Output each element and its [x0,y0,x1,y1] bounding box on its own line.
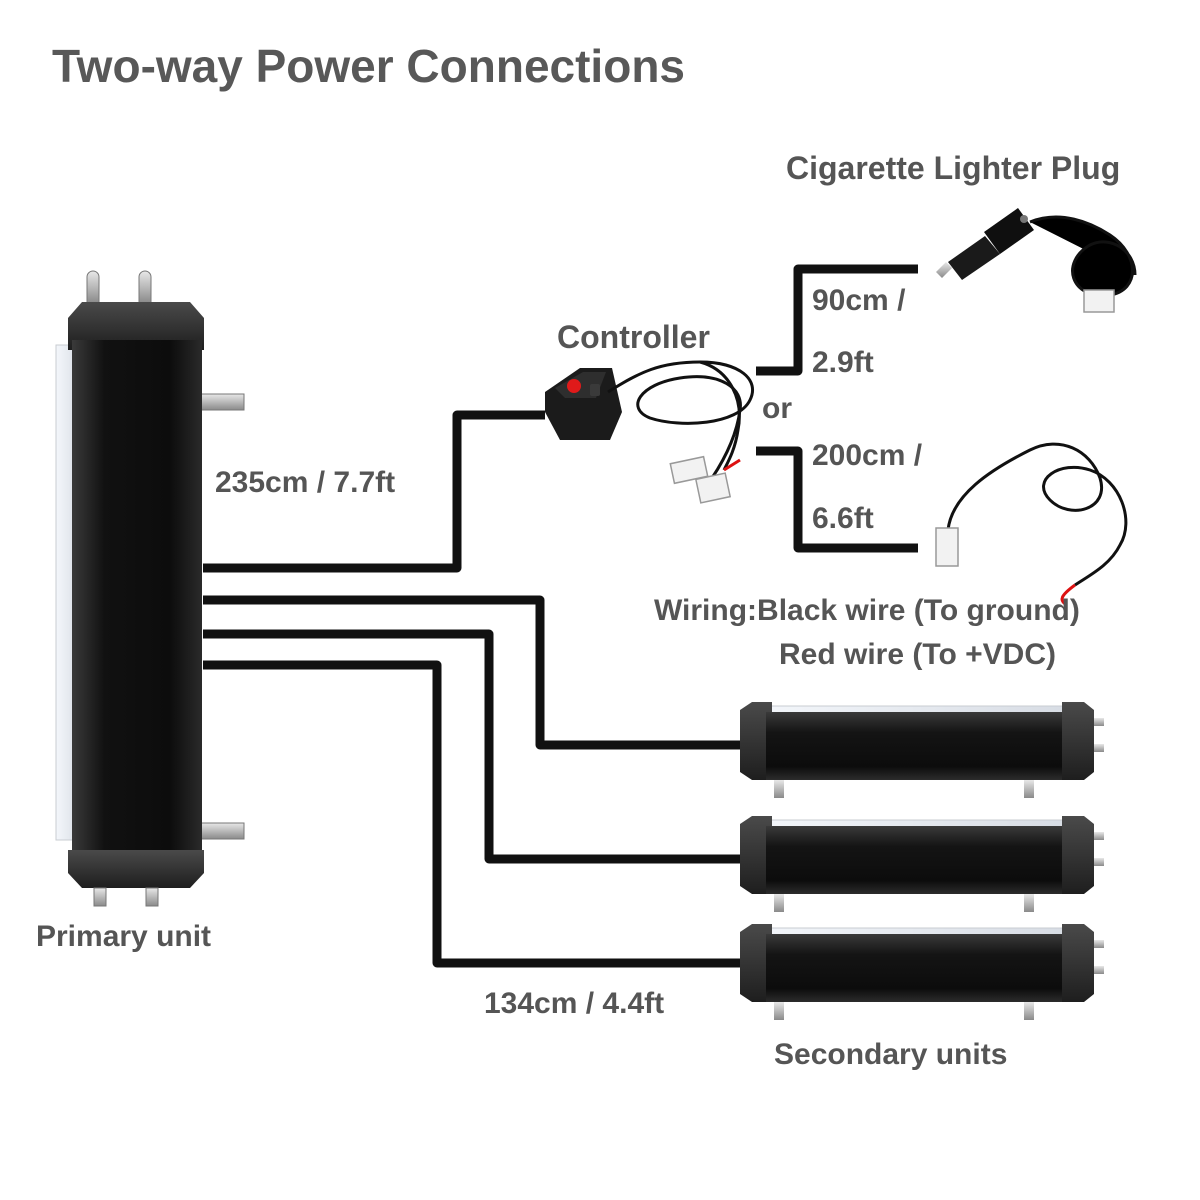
secondary-units-label: Secondary units [774,1038,1008,1071]
primary-unit-label: Primary unit [36,920,212,953]
main-cable [203,410,545,573]
short-cable-length-label-1: 90cm / [812,284,906,317]
controller-cord [607,360,754,479]
cigarette-plug-label: Cigarette Lighter Plug [786,150,1121,186]
cigarette-lighter-plug [936,208,1137,313]
long-power-cable [756,446,918,553]
secondary-unit-3 [740,924,1104,1020]
controller-box [545,368,622,440]
or-label: or [762,392,792,425]
power-lead [946,442,1128,606]
controller-label: Controller [557,319,710,355]
short-power-cable [756,264,918,376]
primary-unit [55,270,245,907]
power-lead-connector [935,527,959,567]
secondary-cable-1 [203,595,740,750]
secondary-cable-length-label: 134cm / 4.4ft [484,987,665,1020]
page-title: Two-way Power Connections [52,40,685,92]
controller-connector [669,455,741,504]
wiring-label-ground: Wiring:Black wire (To ground) [654,594,1080,627]
power-switch-icon [567,379,581,393]
main-cable-length-label: 235cm / 7.7ft [215,466,396,499]
long-cable-length-label-2: 6.6ft [812,502,874,535]
wiring-label-positive: Red wire (To +VDC) [779,638,1056,671]
secondary-unit-1 [740,702,1104,798]
secondary-cable-2 [203,629,740,864]
short-cable-length-label-2: 2.9ft [812,346,874,379]
long-cable-length-label-1: 200cm / [812,439,923,472]
secondary-cable-3 [203,660,740,968]
secondary-unit-2 [740,816,1104,912]
